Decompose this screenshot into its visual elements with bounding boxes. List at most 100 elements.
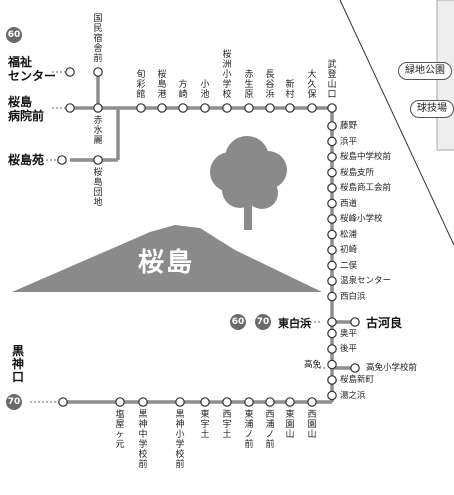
stop-marker-right-3 [327,167,337,178]
stop-marker-right-11 [327,291,337,302]
stop-higashi-shirahama: 東白浜 [278,317,311,330]
stop-marker-takamen-school [350,363,360,373]
stop-label-top-1: 桜 島 港 [157,70,167,100]
volcano-illustration [12,136,322,292]
stop-label-right-10: 温泉センター [340,276,392,286]
stop-marker-right-14 [327,344,337,354]
stop-label-right-3: 桜島支所 [340,167,375,178]
stop-marker-sakurajimaen [57,155,67,165]
stop-marker-top-1 [157,103,167,113]
stop-label-right-4: 桜島商工会前 [340,183,392,193]
stop-label-right-1: 浜平 [340,136,358,147]
stop-marker-top-6 [265,103,275,113]
stop-marker-top-0 [136,103,146,113]
terminal-fukushi-center: 福祉 センター [8,55,57,83]
stop-marker-right-10 [327,276,337,286]
stop-label-top-2: 方 崎 [178,80,188,100]
route-70-badge-bottom: 70 [6,394,22,410]
stop-label-right-16: 桜島新町 [340,375,375,385]
stop-label-bottom-0: 塩 屋 ヶ 元 [115,410,125,450]
stop-label-top-7: 新 村 [285,80,295,100]
stop-label-right-11: 西白浜 [340,291,366,302]
stop-marker-right-12 [327,317,337,327]
stop-marker-top-2 [178,103,188,113]
stop-marker-right-5 [327,198,337,209]
stop-label-kokuminshukusha: 国 民 宿 舎 前 [93,14,103,64]
stop-marker-bottom-8 [307,397,317,407]
stop-marker-right-6 [327,214,337,224]
stop-marker-bottom-4 [222,397,232,407]
stop-label-bottom-4: 西 宇 土 [222,410,232,440]
stop-marker-bottom-7 [285,397,295,407]
stop-label-bottom-1: 黒 神 中 学 校 前 [138,410,148,470]
stop-marker-top-5 [244,103,254,113]
volcano-label: 桜島 [138,248,195,278]
stop-takamen-shogakko: 高免小学校前 [366,363,418,373]
stop-label-top-0: 旬 彩 館 [136,70,146,100]
stop-marker-right-0 [327,121,337,131]
stop-label-akamizu: 赤 水 麗 [93,116,103,146]
stop-label-right-8: 初崎 [340,245,358,255]
stop-label-bottom-6: 西 浦 ノ 前 [265,410,275,450]
stop-label-bottom-5: 東 浦 ノ 前 [244,410,254,450]
stop-marker-bottom-1 [138,397,148,407]
stop-label-right-5: 西道 [340,198,358,209]
stop-marker-branch-1 [93,103,103,113]
stop-marker-byoin [65,103,75,113]
stop-marker-top-3 [200,103,210,113]
stop-label-right-13: 奥平 [340,328,358,339]
pill-kyugijo: 球技場 [410,100,454,118]
stop-label-right-7: 松浦 [340,229,358,240]
stop-marker-bottom-5 [244,397,254,407]
stop-marker-right-4 [327,183,337,193]
stop-marker-fukushi [65,67,75,77]
stop-label-top-9: 武 登 山 口 [327,60,337,100]
stop-label-bottom-3: 東 宇 土 [200,410,210,440]
stop-label-top-8: 大 久 保 [307,70,317,100]
stop-marker-right-16 [327,375,337,385]
stop-label-top-6: 長 谷 浜 [265,70,275,100]
stop-marker-right-13 [327,328,337,339]
stop-marker-right-9 [327,260,337,271]
route-60-badge-east: 60 [230,314,246,330]
stop-label-right-14: 後平 [340,344,358,354]
stop-label-right-15: 高免 [304,359,322,370]
stop-marker-top-9 [327,103,337,113]
stop-label-right-2: 桜島中学校前 [340,152,392,162]
terminal-sakurajimaen: 桜島苑 [8,153,45,167]
stop-label-bottom-2: 黒 神 小 学 校 前 [175,410,185,470]
route-70-badge-east: 70 [255,314,271,330]
stop-marker-right-2 [327,152,337,162]
stop-marker-bottom-0 [115,397,125,407]
terminal-kuromikami: 黒 神 口 [12,344,25,384]
terminal-furukawara: 古河良 [366,316,403,330]
stop-marker-top-7 [285,103,295,113]
stop-label-danchi: 桜 島 団 地 [93,168,103,208]
stop-marker-bottom-2 [175,397,185,407]
stop-label-right-6: 桜峰小学校 [340,214,383,224]
pill-ryokuchi-koen: 緑地公園 [398,62,452,80]
terminal-sakurajima-byoin: 桜島 病院前 [8,95,45,123]
stop-marker-right-15 [327,359,337,370]
stop-label-top-4: 桜 洲 小 学 校 [222,50,232,100]
stop-marker-furukawara [350,317,360,327]
stop-markers [57,67,360,407]
stop-label-right-9: 二俣 [340,260,358,271]
stop-label-bottom-7: 東 園 山 [285,410,295,440]
dotted-connectors [30,71,325,403]
stop-label-top-3: 小 池 [200,80,210,100]
stop-marker-kuromikami [58,397,68,407]
stop-marker-right-1 [327,136,337,147]
stop-marker-bottom-6 [265,397,275,407]
border-line [339,0,454,246]
stop-marker-right-7 [327,229,337,240]
stop-label-right-0: 藤野 [340,121,358,131]
stop-marker-bottom-3 [200,397,210,407]
stop-label-right-17: 湯之浜 [340,390,366,401]
stop-marker-right-17 [327,390,337,401]
stop-marker-branch-0 [93,67,103,77]
stop-label-bottom-8: 西 園 山 [307,410,317,440]
stop-label-top-5: 赤 生 原 [244,70,254,100]
stop-marker-top-4 [222,103,232,113]
stop-marker-right-8 [327,245,337,255]
